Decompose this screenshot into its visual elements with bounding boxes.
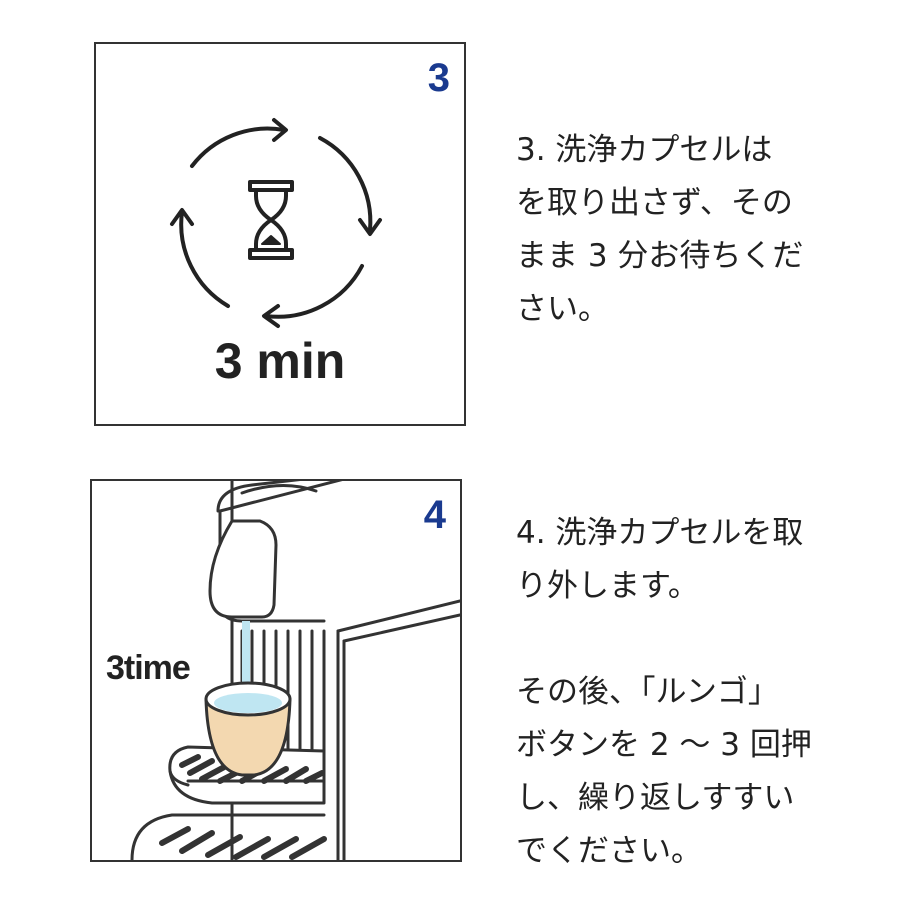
step4-instructions: 4. 洗浄カプセルを取 り外します。 その後、「ルンゴ」 ボタンを 2 〜 3 … [516, 507, 856, 878]
coffee-machine-illustration [130, 481, 460, 860]
step3-line: さい。 [516, 291, 609, 327]
step4-line: 4. 洗浄カプセルを取 [516, 515, 804, 551]
hourglass-icon [248, 180, 294, 260]
step3-line: 3. 洗浄カプセルは [516, 132, 773, 168]
paragraph-gap [516, 613, 856, 666]
step3-illustration-panel: 3 3 min [94, 42, 466, 426]
duration-label: 3 min [214, 333, 346, 389]
step4-number: 4 [423, 493, 446, 537]
step4-line: し、繰り返しすすい [516, 780, 795, 816]
step4-line: ボタンを 2 〜 3 回押 [516, 727, 812, 763]
step3-number: 3 [427, 56, 450, 100]
step4-line: でください。 [516, 833, 702, 869]
circular-arrows-icon [170, 118, 382, 328]
step3-line: まま 3 分お待ちくだ [516, 238, 804, 274]
water-stream [242, 621, 250, 687]
step3-instructions: 3. 洗浄カプセルは を取り出さず、その まま 3 分お待ちくだ さい。 [516, 124, 856, 336]
step3-line: を取り出さず、その [516, 185, 793, 221]
step4-line: り外します。 [516, 568, 699, 604]
step4-illustration-panel: 4 3time [90, 479, 462, 862]
cup-icon [204, 681, 292, 777]
step4-line: その後、「ルンゴ」 [516, 674, 779, 710]
repeat-label: 3time [106, 649, 191, 687]
